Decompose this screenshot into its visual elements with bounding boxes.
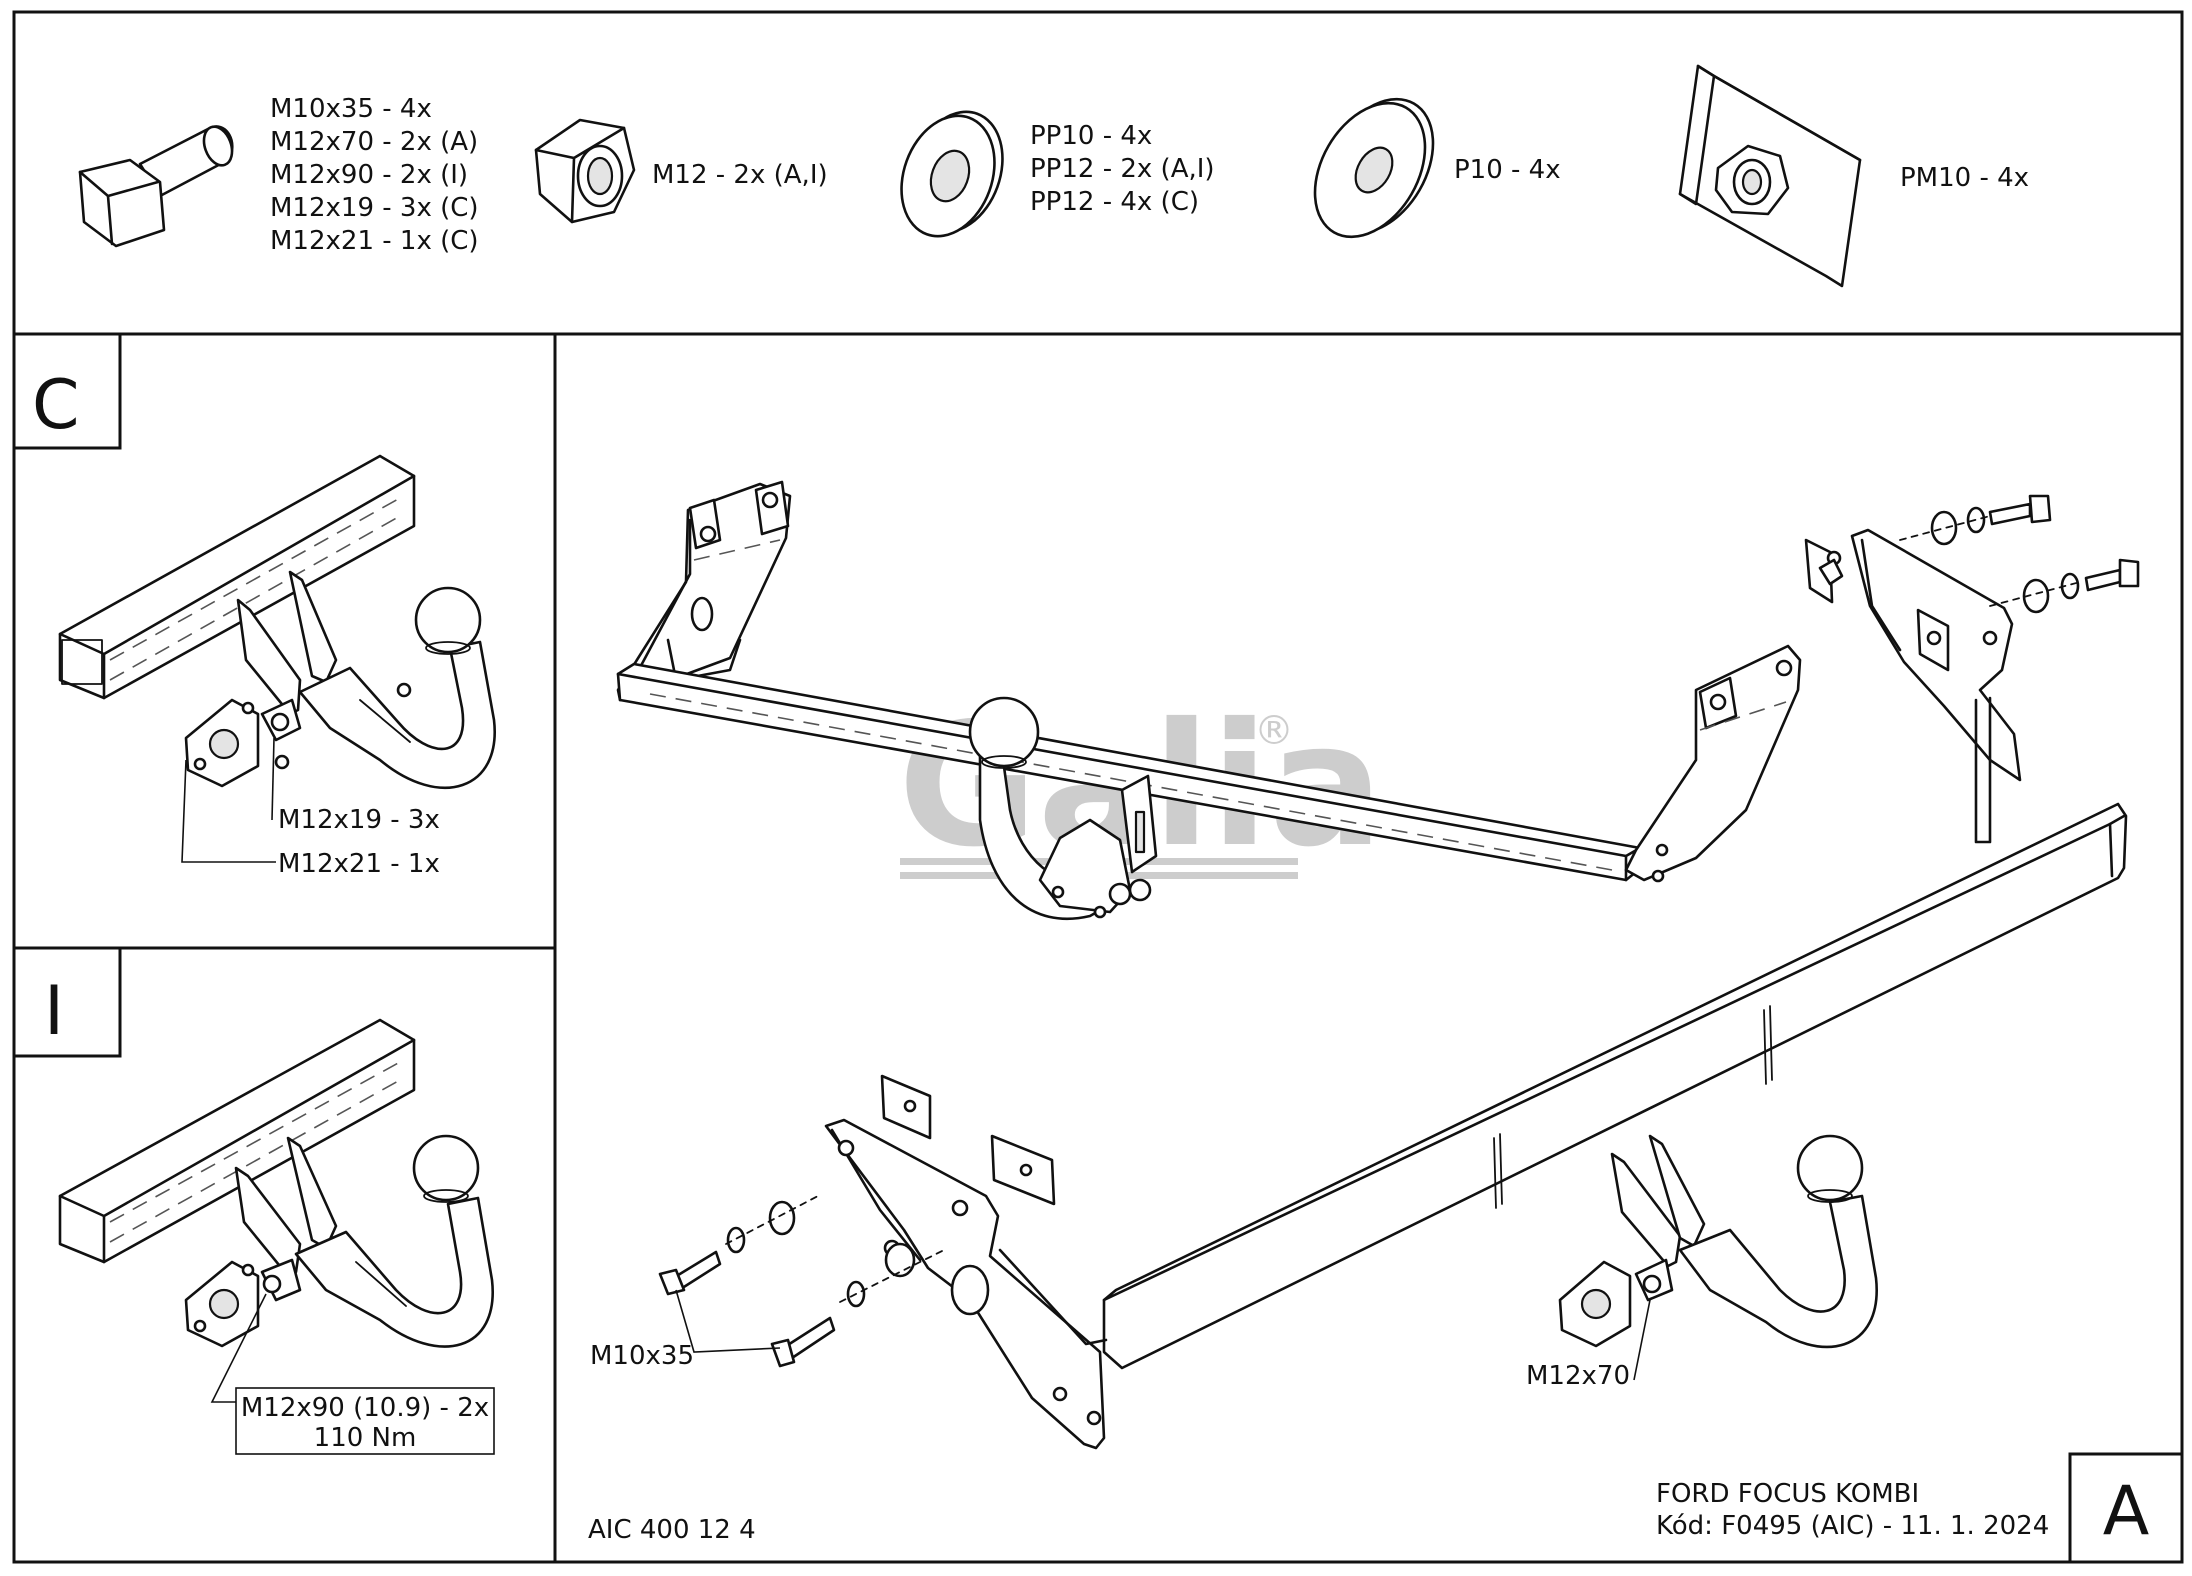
- panel-c-letter: C: [32, 366, 79, 445]
- product-code-date: Kód: F0495 (AIC) - 11. 1. 2024: [1656, 1511, 2049, 1541]
- panel-c-callout-1: M12x19 - 3x: [278, 805, 440, 835]
- watermark-reg: ®: [1254, 708, 1294, 754]
- main-leader-left: [675, 1289, 781, 1353]
- flat-washer-icon: [1313, 97, 1435, 239]
- panel-c-leader-2: [181, 759, 276, 863]
- bolt-label-line-1: M10x35 - 4x: [270, 94, 432, 124]
- drawing-code: AIC 400 12 4: [588, 1515, 756, 1545]
- assembled-towbar: [616, 480, 1802, 921]
- spring-washer-label: PP10 - 4x PP12 - 2x (A,I) PP12 - 4x (C): [1030, 121, 1215, 217]
- panel-i-callout-line-2: 110 Nm: [314, 1423, 417, 1453]
- spring-washer-label-line-3: PP12 - 4x (C): [1030, 187, 1199, 217]
- nut-label: M12 - 2x (A,I): [652, 160, 828, 190]
- plate-nut-icon: [1678, 64, 1862, 288]
- main-callout-right: M12x70: [1526, 1361, 1630, 1391]
- bolt-label-line-5: M12x21 - 1x (C): [270, 226, 479, 256]
- panel-c-leader-1: [271, 737, 275, 821]
- panel-i-callout-box: [235, 1387, 495, 1455]
- panel-c-callout-2: M12x21 - 1x: [278, 849, 440, 879]
- bolt-label-line-4: M12x19 - 3x (C): [270, 193, 479, 223]
- panel-a-letter: A: [2103, 1472, 2150, 1551]
- bolt-label-line-2: M12x70 - 2x (A): [270, 127, 478, 157]
- panel-i-letter: I: [44, 972, 64, 1051]
- panel-i-leader: [210, 1293, 267, 1403]
- plate-nut-label: PM10 - 4x: [1900, 163, 2029, 193]
- panel-i-towbar-variant: [58, 1018, 494, 1348]
- main-leader-right: [1633, 1299, 1651, 1381]
- vehicle-name: FORD FOCUS KOMBI: [1656, 1479, 1919, 1509]
- drawing-frames: [12, 10, 2184, 1564]
- spring-washer-icon: [900, 110, 1004, 238]
- spring-washer-label-line-1: PP10 - 4x: [1030, 121, 1152, 151]
- panel-i-callout-line-1: M12x90 (10.9) - 2x: [241, 1393, 489, 1423]
- hex-bolt-icon: [78, 125, 234, 248]
- exploded-towbar: [658, 494, 2140, 1450]
- flat-washer-label: P10 - 4x: [1454, 155, 1561, 185]
- spring-washer-label-line-2: PP12 - 2x (A,I): [1030, 154, 1215, 184]
- hex-nut-icon: [534, 118, 636, 224]
- panel-c-towbar-variant: [58, 454, 496, 789]
- bolt-label-line-3: M12x90 - 2x (I): [270, 160, 468, 190]
- bolt-label: M10x35 - 4x M12x70 - 2x (A) M12x90 - 2x …: [270, 94, 479, 256]
- main-callout-left: M10x35: [590, 1341, 694, 1371]
